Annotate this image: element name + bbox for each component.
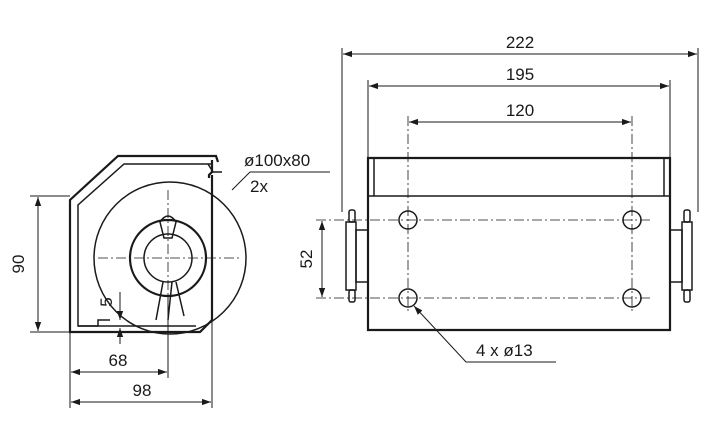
side-view: ø100x80 2x 90 5 68 98 (9, 151, 330, 408)
right-shaft (669, 209, 693, 303)
housing-inner (77, 163, 212, 327)
drum-size-label: ø100x80 (244, 151, 310, 170)
dim-222-label: 222 (506, 33, 534, 52)
top-view: 52 120 195 222 4 x ø13 (297, 33, 699, 363)
dim-195-label: 195 (506, 65, 534, 84)
dim-52-label: 52 (297, 250, 316, 269)
drum-outline (93, 181, 247, 335)
shaft-key (159, 215, 177, 239)
housing-lip (207, 163, 222, 173)
hole-spec-label: 4 x ø13 (476, 341, 533, 360)
dim-120-label: 120 (506, 101, 534, 120)
bracket-notch (78, 319, 110, 327)
body-left-edge (373, 158, 665, 196)
left-shaft (345, 209, 369, 303)
drum-qty-label: 2x (250, 177, 268, 196)
hole-spec-leader (413, 305, 556, 363)
housing-outer (68, 154, 220, 334)
dim-offset-label: 5 (97, 297, 116, 306)
drum-leader (231, 171, 330, 191)
dim-98-label: 98 (133, 381, 152, 400)
cable-exit (155, 281, 185, 321)
mount-hole-bl (398, 288, 418, 308)
dim-height-label: 90 (9, 255, 28, 274)
dim-68-label: 68 (109, 351, 128, 370)
